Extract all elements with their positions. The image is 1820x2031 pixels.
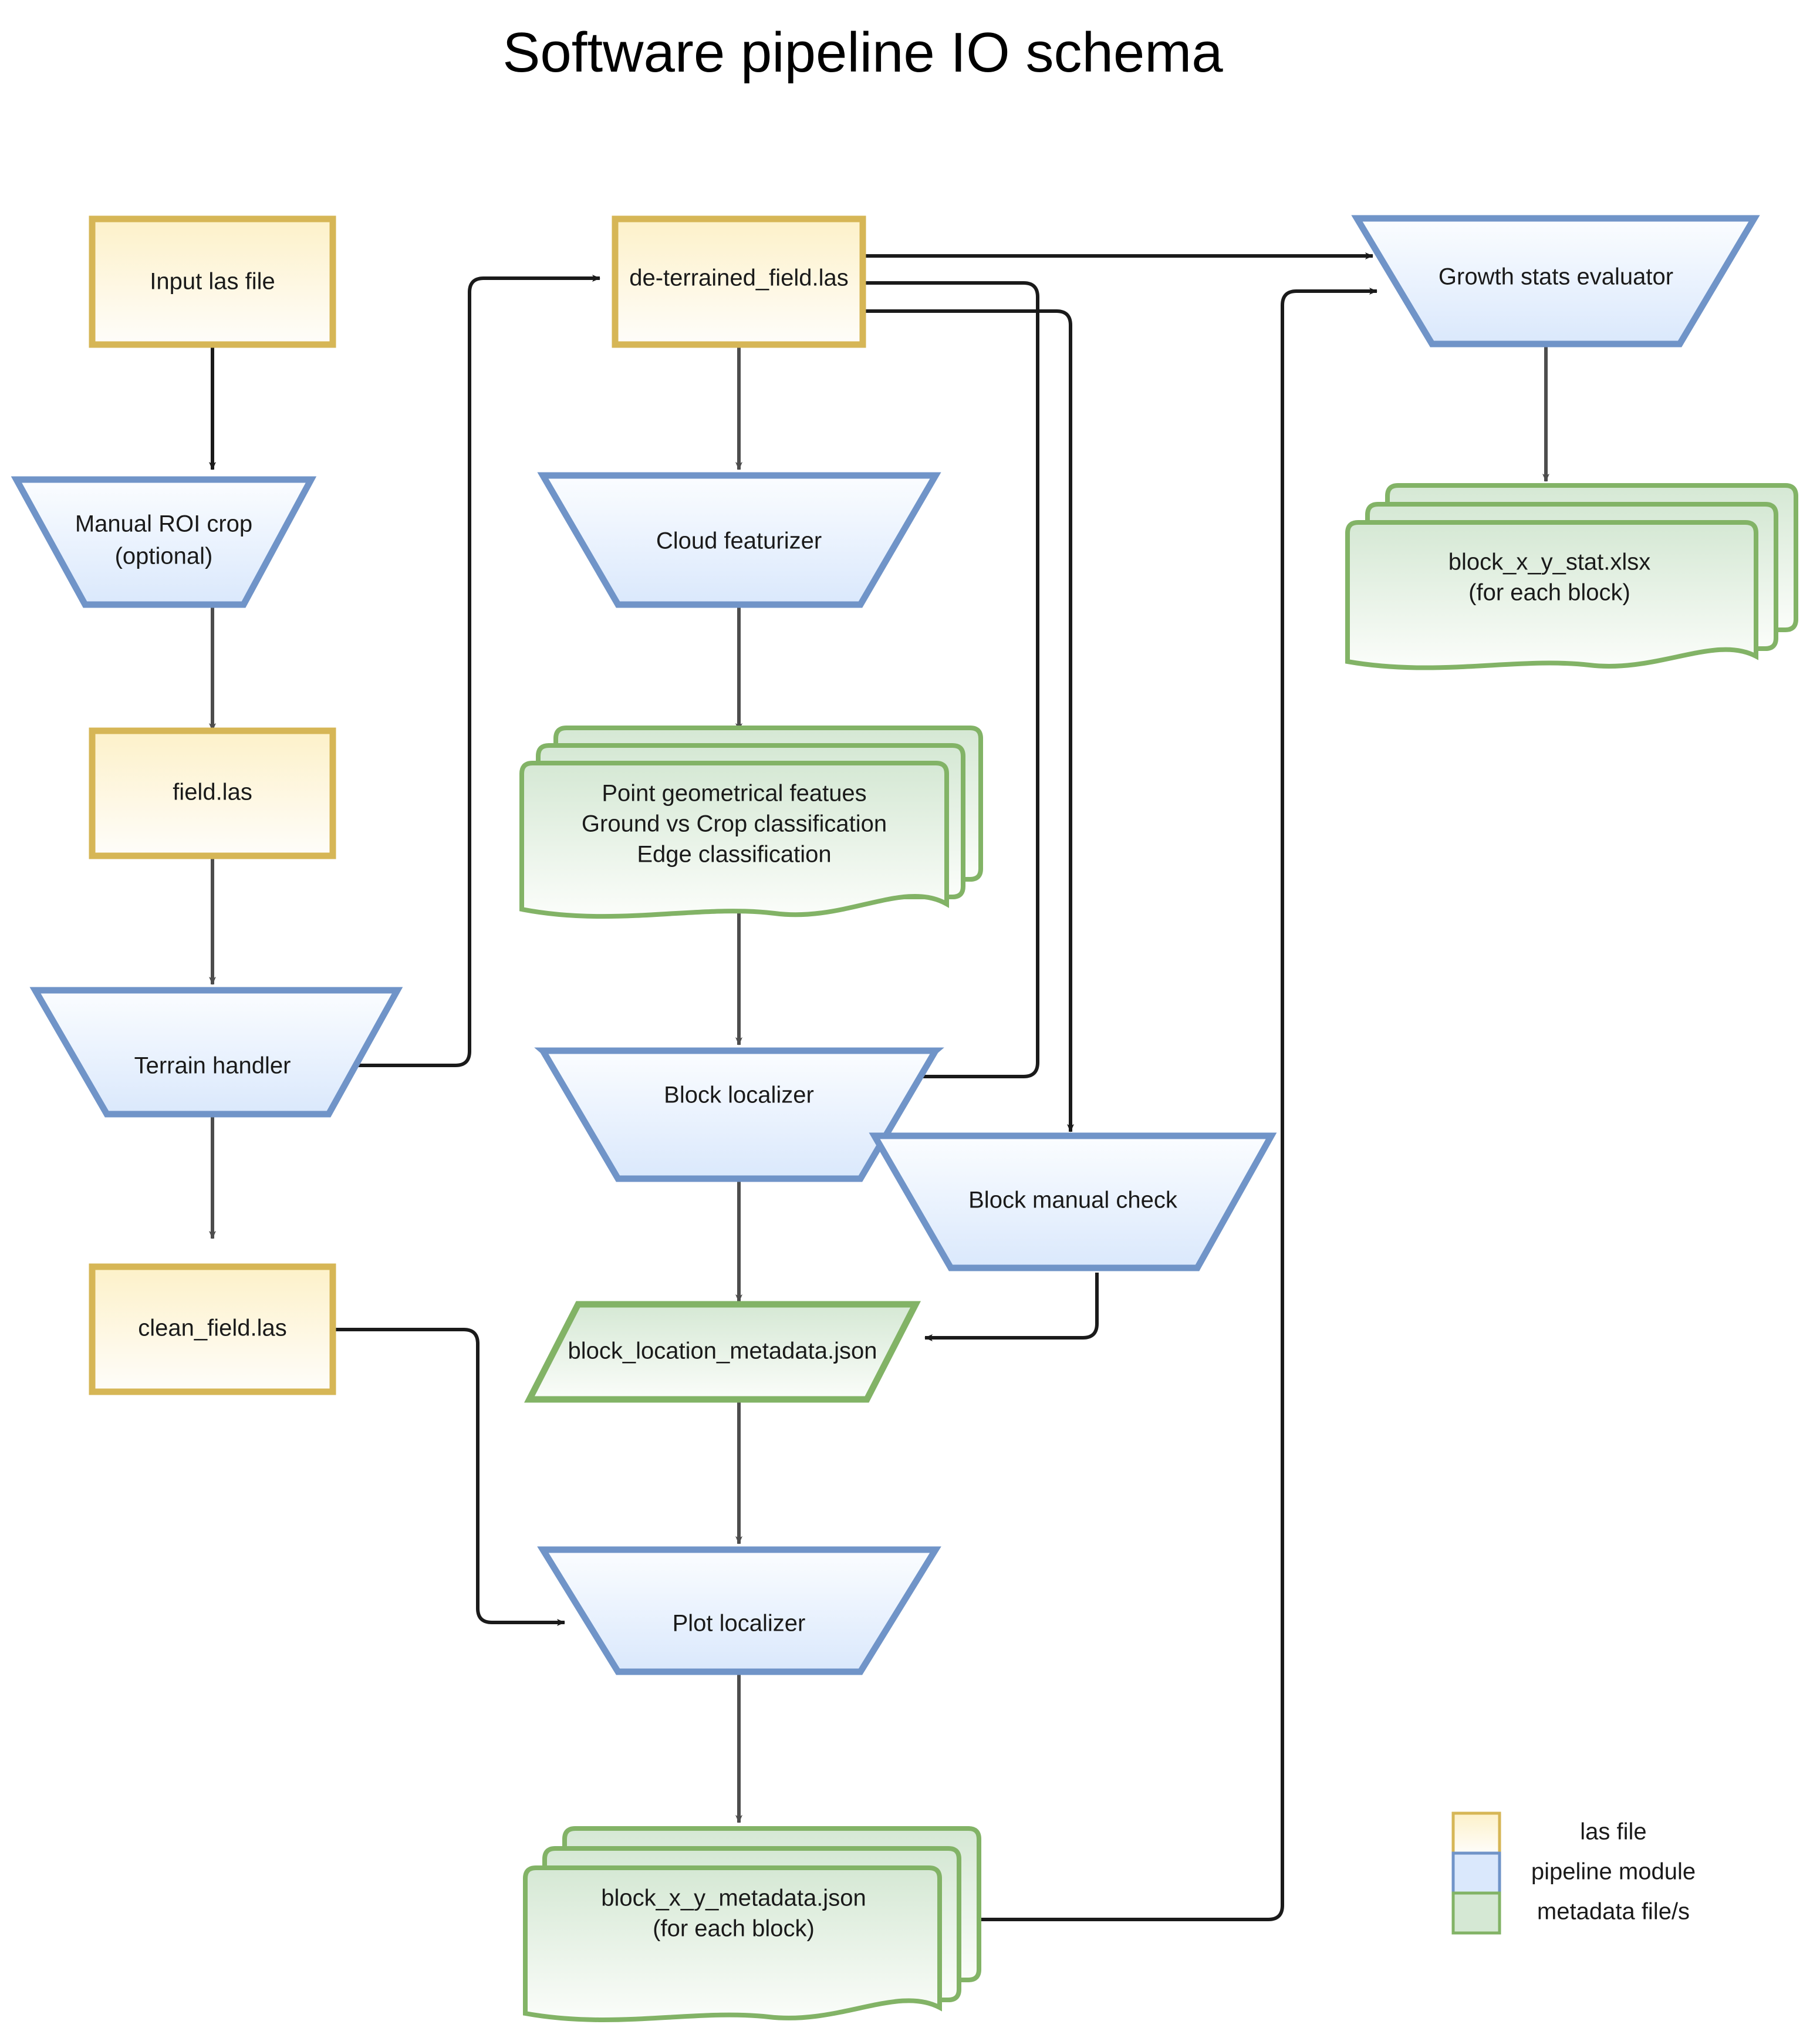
node-label-input-las-file: Input las file [150, 269, 275, 295]
node-plot-localizer[interactable]: Plot localizer [537, 1546, 941, 1675]
node-block-location-metadata-json[interactable]: block_location_metadata.json [524, 1301, 921, 1403]
page-title: Software pipeline IO schema [502, 21, 1223, 84]
legend-label-las-file: las file [1580, 1819, 1646, 1845]
node-label-point-features-line1: Point geometrical featues [602, 781, 866, 807]
node-label-de-terrained-field-las: de-terrained_field.las [629, 265, 849, 291]
node-block-manual-check[interactable]: Block manual check [869, 1132, 1277, 1271]
node-label-point-features-line2: Ground vs Crop classification [582, 811, 887, 837]
node-terrain-handler[interactable]: Terrain handler [29, 987, 403, 1118]
node-clean-field-las[interactable]: clean_field.las [89, 1263, 336, 1395]
legend: las file pipeline module metadata file/s [1451, 1811, 1696, 1935]
edge-deterrained-to-blocklocalizer [863, 281, 1039, 1080]
node-point-features-doc[interactable]: Point geometrical featues Ground vs Crop… [519, 726, 983, 919]
node-de-terrained-field-las[interactable]: de-terrained_field.las [612, 215, 866, 348]
edge-blockmanualcheck-to-locationmeta [924, 1273, 1099, 1341]
node-label-block-xy-stat-line1: block_x_y_stat.xlsx [1448, 549, 1651, 575]
node-block-xy-metadata-json[interactable]: block_x_y_metadata.json (for each block) [523, 1826, 981, 2022]
node-label-block-localizer-text: Block localizer [664, 1082, 814, 1108]
node-input-las-file[interactable]: Input las file [89, 215, 336, 348]
node-label-manual-roi-crop-line1: Manual ROI crop [75, 511, 252, 537]
node-label-block-xy-stat-line2: (for each block) [1468, 580, 1630, 606]
node-label-cloud-featurizer: Cloud featurizer [656, 528, 822, 554]
node-block-xy-stat-xlsx[interactable]: block_x_y_stat.xlsx (for each block) [1345, 483, 1798, 670]
legend-label-metadata-file: metadata file/s [1537, 1899, 1690, 1925]
node-label-terrain-handler: Terrain handler [134, 1053, 291, 1079]
node-label-block-location-metadata-json: block_location_metadata.json [568, 1338, 877, 1364]
node-growth-stats-evaluator[interactable]: Growth stats evaluator [1351, 215, 1760, 348]
legend-item-metadata-file: metadata file/s [1451, 1891, 1690, 1935]
node-cloud-featurizer[interactable]: Cloud featurizer [537, 472, 941, 608]
legend-label-pipeline-module: pipeline module [1531, 1859, 1696, 1885]
node-label-plot-localizer: Plot localizer [673, 1611, 806, 1637]
node-field-las[interactable]: field.las [89, 727, 336, 859]
legend-item-las-file: las file [1451, 1811, 1647, 1855]
edge-cleanfield-to-plotlocalizer [333, 1328, 565, 1626]
node-label-growth-stats-evaluator: Growth stats evaluator [1439, 264, 1673, 290]
legend-item-pipeline-module: pipeline module [1451, 1851, 1696, 1895]
node-label-point-features-line3: Edge classification [637, 842, 831, 868]
node-label-block-xy-metadata-line1: block_x_y_metadata.json [601, 1885, 866, 1911]
node-label-block-manual-check: Block manual check [968, 1187, 1178, 1213]
node-label-clean-field-las: clean_field.las [138, 1315, 287, 1341]
edge-terrain-to-deterrained [355, 275, 600, 1067]
edge-deterrained-to-blockmanualcheck [863, 309, 1074, 1132]
node-label-block-xy-metadata-line2: (for each block) [653, 1916, 815, 1942]
node-label-manual-roi-crop-line2: (optional) [115, 544, 213, 569]
node-block-localizer-body[interactable]: Block localizer [537, 1047, 941, 1182]
node-label-field-las: field.las [173, 780, 252, 805]
node-manual-roi-crop[interactable]: Manual ROI crop (optional) [11, 476, 317, 608]
edge-blockxymeta-to-growth [974, 288, 1377, 1921]
